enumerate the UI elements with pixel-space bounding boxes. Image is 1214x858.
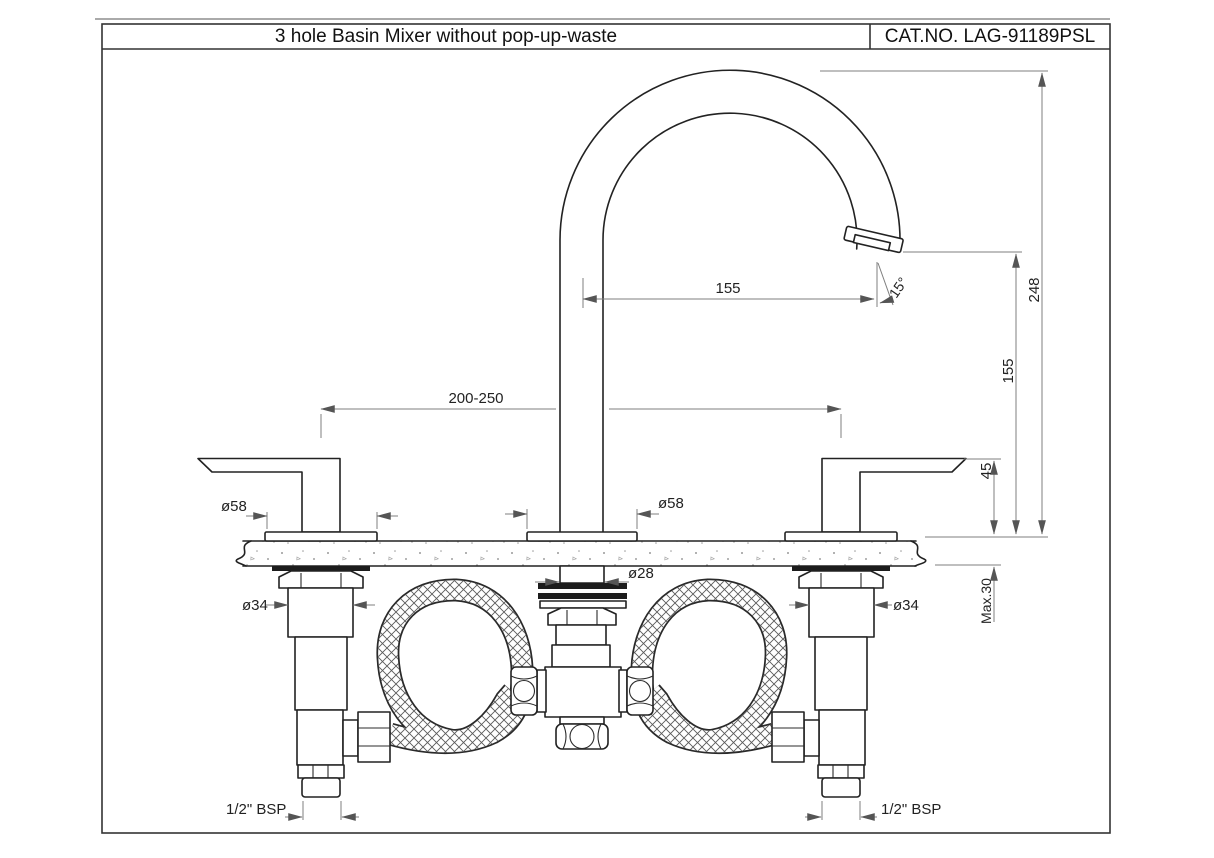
tee-bottom-nut	[555, 723, 609, 750]
dim-left-shank: ø34	[242, 597, 375, 614]
left-hose-nut	[357, 711, 391, 763]
left-washer	[272, 566, 370, 571]
left-handle-lever	[197, 457, 341, 533]
dim-overall-height: 248	[820, 70, 1048, 535]
spout-aerator	[843, 225, 904, 254]
right-washer	[792, 566, 890, 571]
dim-spout-shank: ø28	[535, 565, 654, 586]
dim-spout-base: ø58	[505, 495, 684, 529]
right-hose-nut	[771, 711, 805, 763]
dim-max-counter-thickness: Max.30	[935, 564, 1001, 624]
deck-break-right	[910, 540, 927, 567]
left-hose	[388, 590, 522, 743]
left-shank-dia-label: ø34	[242, 597, 268, 614]
left-handle-base-plate	[264, 531, 378, 542]
dim-right-inlet-thread: 1/2" BSP	[805, 801, 941, 821]
title-block: 3 hole Basin Mixer without pop-up-waste …	[95, 18, 1111, 834]
overall-height-label: 248	[1026, 277, 1043, 302]
right-handle-lever	[821, 457, 967, 533]
product-title: 3 hole Basin Mixer without pop-up-waste	[275, 26, 617, 47]
spout-mounting-nut	[547, 607, 617, 626]
deck-break-left	[235, 540, 252, 567]
dim-handle-height: 45	[964, 458, 1001, 535]
handle-height-label: 45	[978, 463, 995, 480]
dim-outlet-height: 155	[903, 251, 1022, 535]
right-mounting-nut	[798, 570, 884, 589]
left-inlet-thread-label: 1/2" BSP	[226, 801, 286, 818]
right-inlet-thread-end	[821, 777, 861, 798]
spout-base-dia-label: ø58	[658, 495, 684, 512]
catalog-number: CAT.NO. LAG-91189PSL	[885, 26, 1096, 47]
left-handle	[197, 457, 378, 542]
right-handle-base-plate	[784, 531, 898, 542]
outlet-height-label: 155	[1000, 358, 1017, 383]
right-inlet-thread-label: 1/2" BSP	[881, 801, 941, 818]
dim-spout-angle: 15°	[877, 262, 911, 306]
dim-spout-reach: 155	[582, 262, 878, 308]
tee-connector	[510, 666, 654, 750]
spout-shank-dia-label: ø28	[628, 565, 654, 582]
right-hose	[642, 590, 776, 743]
spout-base-plate	[526, 531, 638, 542]
spout	[526, 69, 904, 542]
dim-installation-centers: 200-250	[320, 390, 842, 438]
left-handle-base-dia-label: ø58	[221, 498, 247, 515]
right-valve-body	[771, 566, 890, 798]
dim-left-handle-base: ø58	[221, 498, 398, 529]
right-shank-dia-label: ø34	[893, 597, 919, 614]
left-inlet-thread-end	[301, 777, 341, 798]
dim-right-shank: ø34	[789, 597, 919, 614]
tee-right-nut	[626, 666, 654, 716]
drawing-frame	[101, 23, 1111, 834]
countertop	[235, 540, 927, 567]
tee-left-nut	[510, 666, 538, 716]
left-valve-body	[272, 566, 391, 798]
center-shank	[538, 565, 627, 668]
left-mounting-nut	[278, 570, 364, 589]
spout-reach-label: 155	[715, 280, 740, 297]
right-handle	[784, 457, 967, 542]
max-counter-thickness-label: Max.30	[978, 578, 994, 624]
spout-angle-label: 15°	[886, 274, 911, 301]
dim-left-inlet-thread: 1/2" BSP	[226, 801, 359, 821]
installation-centers-label: 200-250	[448, 390, 503, 407]
